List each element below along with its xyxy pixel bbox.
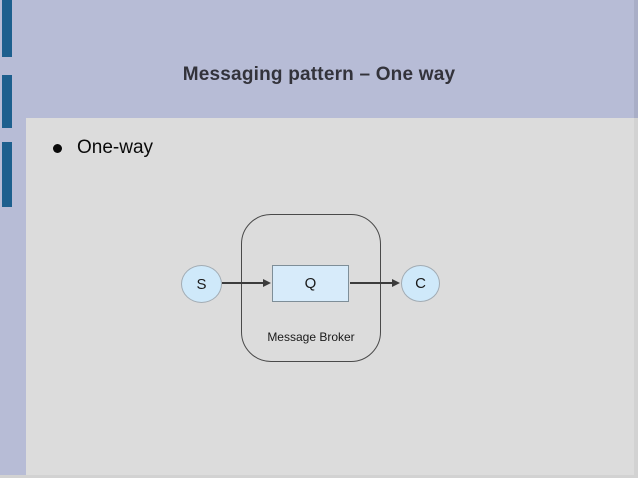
- message-broker-container: [241, 214, 381, 362]
- sidebar-accent-square: [2, 142, 12, 207]
- sidebar-decoration: [0, 0, 26, 478]
- arrow-sender-to-queue: [222, 282, 264, 284]
- arrowhead-icon: [263, 279, 271, 287]
- consumer-node: C: [401, 265, 440, 302]
- sidebar-accent-square: [2, 0, 12, 57]
- sender-node: S: [181, 265, 222, 303]
- slide-edge-bottom: [0, 475, 638, 478]
- queue-node: Q: [272, 265, 349, 302]
- sidebar-accent-square: [2, 75, 12, 128]
- slide-header-band: [0, 0, 638, 118]
- bullet-dot-icon: [53, 143, 62, 153]
- arrow-queue-to-consumer: [350, 282, 393, 284]
- message-broker-label: Message Broker: [267, 330, 355, 344]
- slide-edge-right: [634, 118, 638, 478]
- arrowhead-icon: [392, 279, 400, 287]
- slide-edge-right: [634, 0, 638, 118]
- bullet-item: One-way: [53, 135, 153, 161]
- slide-title: Messaging pattern – One way: [182, 64, 456, 85]
- bullet-text: One-way: [77, 137, 154, 158]
